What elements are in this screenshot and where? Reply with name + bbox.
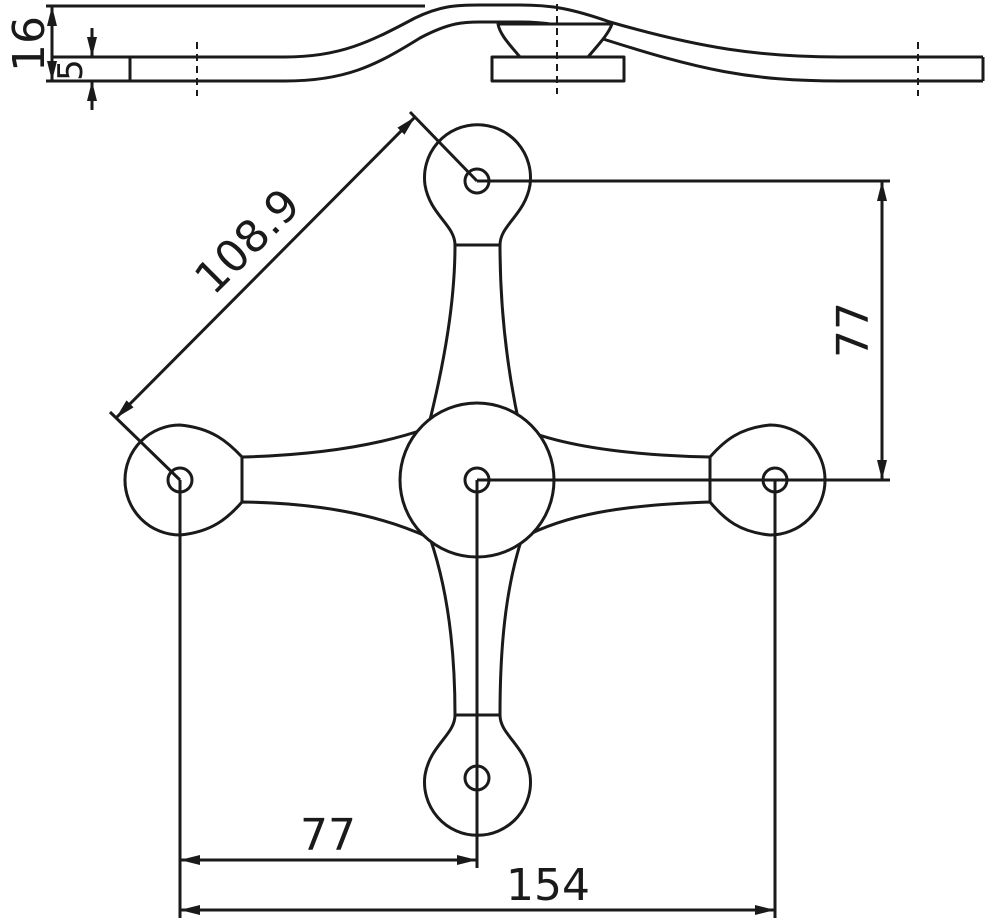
dim-77-horizontal-label: 77 — [300, 810, 356, 861]
dim-108-9-line — [114, 115, 417, 420]
dim-16-label: 16 — [4, 16, 55, 72]
side-view-plate-lower-edge — [130, 20, 983, 83]
dim-5-label: 5 — [51, 59, 91, 81]
dim-16-ext — [46, 4, 58, 83]
dim-108-9-ext-left — [108, 410, 182, 482]
dim-154-label: 154 — [506, 860, 590, 911]
side-view-plate-upper-edge — [130, 3, 983, 59]
dim-77-vertical-label: 77 — [828, 302, 879, 358]
side-view: 16 5 — [4, 3, 985, 110]
dim-5-ext — [86, 55, 130, 83]
dim-108-9-ext-top — [408, 110, 479, 183]
